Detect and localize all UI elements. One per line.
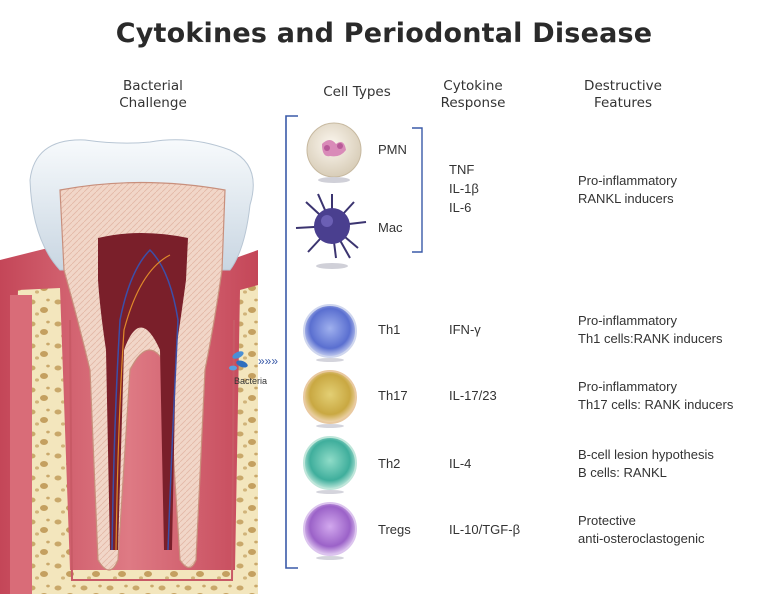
th1-feature-2: Th1 cells:RANK inducers [578,331,723,346]
cytokine-il6: IL-6 [449,200,472,215]
th1-cell-icon [300,302,360,362]
cell-types-bracket [285,115,298,569]
header-bacterial-line1: Bacterial [123,78,183,94]
header-destructive-features: Destructive Features [568,78,678,112]
tregs-feature-list: Protective anti-osteroclastogenic [578,512,704,548]
th2-feature-1: B-cell lesion hypothesis [578,447,714,462]
innate-feature-1: Pro-inflammatory [578,173,677,188]
cytokine-il17-23: IL-17/23 [449,388,497,403]
tregs-feature-2: anti-osteroclastogenic [578,531,705,546]
cytokine-il4: IL-4 [449,456,472,471]
macrophage-cell-icon [295,193,367,269]
tregs-feature-1: Protective [578,513,636,528]
header-cytokine-response: Cytokine Response [428,78,518,112]
th2-feature-2: B cells: RANKL [578,465,667,480]
pmn-cell-icon [306,122,362,183]
bacteria-label: Bacteria [234,376,268,386]
th17-cell-icon [300,368,360,428]
bacteria-icon: »»» [229,351,278,371]
cell-label-tregs: Tregs [378,522,411,537]
innate-bracket [412,127,423,253]
th17-feature-list: Pro-inflammatory Th17 cells: RANK induce… [578,378,733,414]
tooth-cross-section-illustration [0,139,258,594]
header-cytokine-line2: Response [440,95,506,111]
cytokine-il10-tgfb: IL-10/TGF-β [449,522,521,537]
innate-cytokine-list: TNF IL-1β IL-6 [449,160,479,217]
innate-feature-2: RANKL inducers [578,191,674,206]
header-bacterial-challenge: Bacterial Challenge [98,78,208,112]
th2-feature-list: B-cell lesion hypothesis B cells: RANKL [578,446,714,482]
tregs-cell-icon [300,500,360,560]
header-cytokine-line1: Cytokine [443,78,503,94]
svg-text:»»»: »»» [258,354,278,368]
cell-label-th17: Th17 [378,388,408,403]
header-destructive-line1: Destructive [584,78,662,94]
cytokine-ifn-gamma: IFN-γ [449,322,481,337]
cytokine-il1b: IL-1β [449,181,479,196]
cell-label-mac: Mac [378,220,403,235]
innate-feature-list: Pro-inflammatory RANKL inducers [578,172,677,208]
cell-label-pmn: PMN [378,142,407,157]
header-cell-types: Cell Types [323,84,391,100]
th1-feature-list: Pro-inflammatory Th1 cells:RANK inducers [578,312,723,348]
diagram-title: Cytokines and Periodontal Disease [115,18,653,49]
th17-feature-2: Th17 cells: RANK inducers [578,397,734,412]
header-bacterial-line2: Challenge [119,95,187,111]
header-destructive-line2: Features [593,95,653,111]
cytokine-tnf: TNF [449,162,475,177]
th17-feature-1: Pro-inflammatory [578,379,677,394]
cell-label-th2: Th2 [378,456,401,471]
th2-cell-icon [300,434,360,494]
cell-label-th1: Th1 [378,322,401,337]
th1-feature-1: Pro-inflammatory [578,313,677,328]
